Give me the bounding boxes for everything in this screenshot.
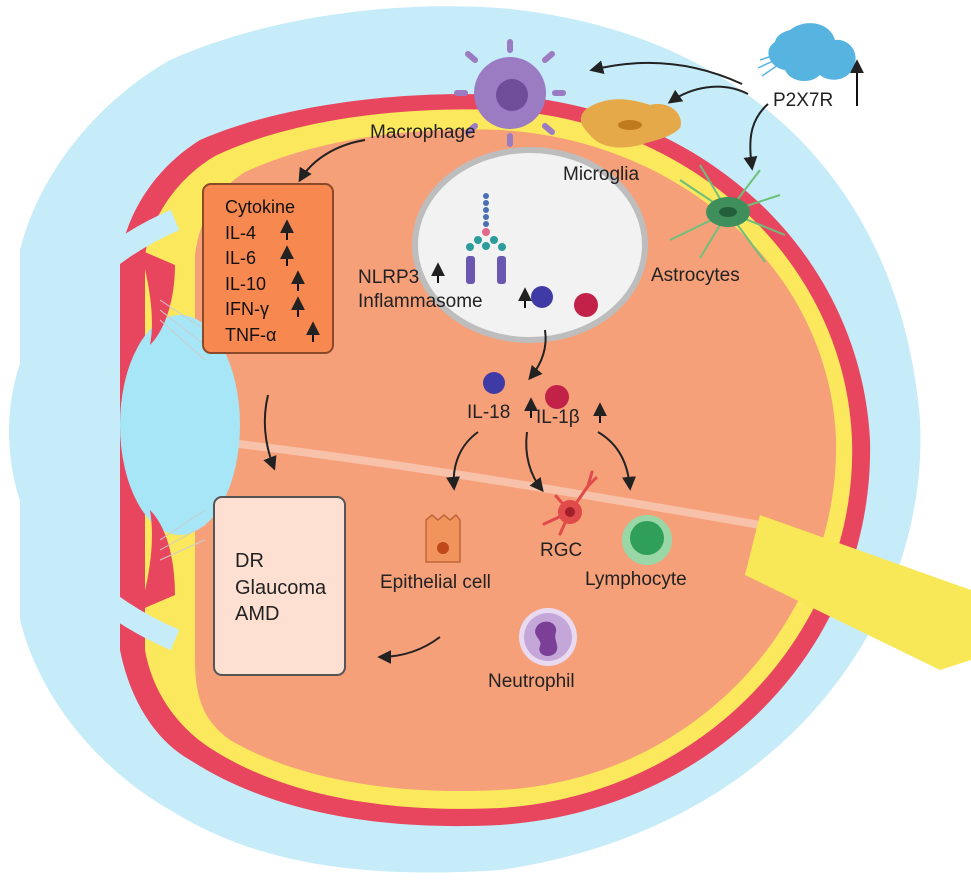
neutrophil-label: Neutrophil <box>488 671 575 692</box>
astrocyte-icon <box>669 164 786 263</box>
il1b-label: IL-1β <box>536 407 580 428</box>
arrow-to-lymphocyte <box>597 431 637 491</box>
il18-bead <box>483 372 505 394</box>
arrow-to-epithelial <box>446 431 479 491</box>
arrows <box>263 60 769 664</box>
epithelial-label: Epithelial cell <box>380 572 491 593</box>
cell-compartment <box>412 147 648 343</box>
optic-nerve <box>745 515 971 670</box>
p2x7r-label: P2X7R <box>773 90 833 111</box>
disease-item: DR <box>235 550 264 572</box>
inflammasome-label: Inflammasome <box>358 291 483 312</box>
arrow-p2x7r-macrophage <box>589 60 743 85</box>
p2x7r-icon <box>757 23 856 82</box>
disease-item: Glaucoma <box>235 577 327 599</box>
nlrp3-label: NLRP3 <box>358 267 419 288</box>
microglia-icon <box>580 99 681 148</box>
lens <box>120 315 240 535</box>
cytokine-item: TNF-α <box>225 325 276 345</box>
retinal-divider <box>204 436 761 529</box>
cytokine-box <box>202 183 334 354</box>
lymphocyte-icon <box>622 515 672 565</box>
arrow-inflammasome-cytokines <box>528 329 547 381</box>
macrophage-label: Macrophage <box>370 122 476 143</box>
cytokine-item: IL-4 <box>225 223 256 243</box>
arrow-macrophage-cytokine <box>298 139 366 183</box>
rgc-label: RGC <box>540 540 582 561</box>
disease-item: AMD <box>235 603 279 625</box>
ciliary-body-top <box>140 250 175 345</box>
disease-box <box>213 496 346 676</box>
cytokine-item: IFN-γ <box>225 299 269 319</box>
lymphocyte-label: Lymphocyte <box>585 569 687 590</box>
ciliary-body-bottom <box>140 510 175 610</box>
arrow-p2x7r-astrocytes <box>743 103 769 171</box>
anterior-segment <box>8 209 240 651</box>
macrophage-icon <box>454 39 566 147</box>
il1b-bead <box>545 385 569 409</box>
zonule-fibers <box>159 299 206 561</box>
microglia-label: Microglia <box>563 164 639 185</box>
il1b-bead-inner <box>574 293 598 317</box>
astrocytes-label: Astrocytes <box>651 265 740 286</box>
il18-bead-inner <box>531 286 553 308</box>
cornea <box>8 209 180 651</box>
rgc-icon <box>542 470 598 536</box>
arrow-cytokine-disease <box>263 394 277 471</box>
il18-label: IL-18 <box>467 402 510 423</box>
cytokine-item: IL-10 <box>225 274 266 294</box>
inflammasome-icon <box>466 193 506 284</box>
neutrophil-icon <box>519 608 577 666</box>
epithelial-cell-icon <box>425 513 461 563</box>
cytokine-item: IL-6 <box>225 248 256 268</box>
arrow-p2x7r-microglia <box>667 85 749 104</box>
arrow-to-rgc <box>525 431 544 493</box>
arrow-to-disease <box>377 636 441 664</box>
cytokine-title: Cytokine <box>225 197 295 217</box>
increase-arrows <box>280 59 864 423</box>
